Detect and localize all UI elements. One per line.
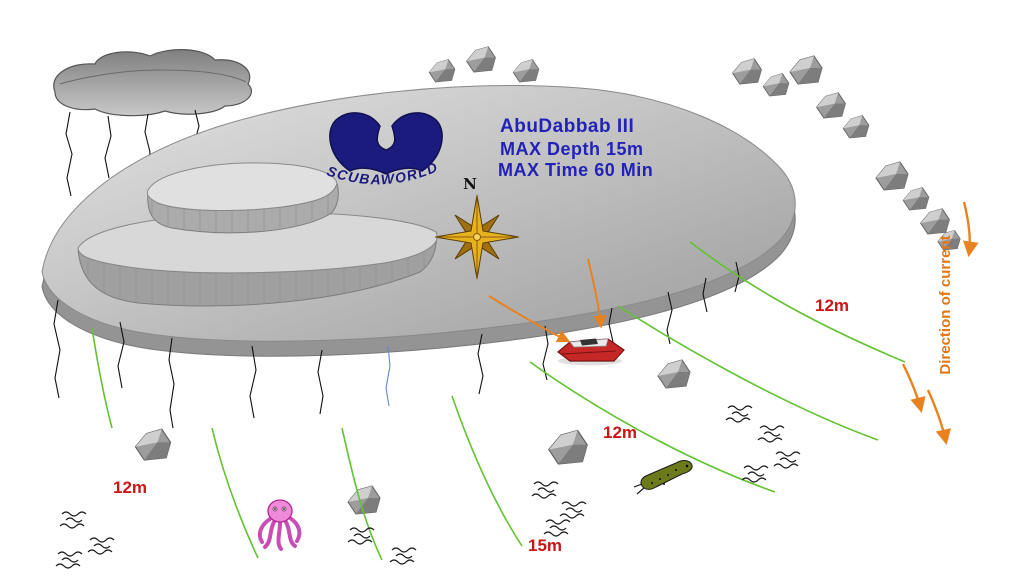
north-label: N [463,175,477,193]
current-direction: Direction of current [901,201,979,446]
compass-rose: N [434,175,520,280]
site-max-depth: MAX Depth 15m [500,139,644,159]
mooring-lines [488,258,607,343]
octopus-icon [257,499,302,551]
rock-icon [657,359,691,389]
ripple-icon [55,551,83,569]
rock-icon [842,115,870,139]
depth-label: 12m [603,423,637,442]
rock-icon [428,59,456,83]
current-arrow [901,201,979,446]
ripple-icon [531,481,559,499]
seagrass-ripples [55,405,801,569]
rock-icon [789,55,823,85]
ripple-icon [725,405,753,423]
dive-boat-icon [557,338,625,366]
rock-icon [347,485,381,515]
current-direction-label: Direction of current [937,235,954,374]
ripple-icon [773,451,801,469]
ripple-icon [741,465,769,483]
rock-icon [816,92,846,119]
depth-labels: 12m 12m 12m 15m [113,296,849,555]
overhang-rock [53,49,253,117]
site-info: AbuDabbab III MAX Depth 15m MAX Time 60 … [498,116,653,180]
reef-terraces [77,162,438,307]
crocodilefish-icon [633,460,693,495]
rock-icon [920,208,950,235]
depth-label: 15m [528,536,562,555]
ripple-icon [757,425,785,443]
rock-icon [902,187,930,211]
rock-icon [466,46,496,73]
rock-icon [875,161,909,191]
rock-icon [548,429,588,465]
site-max-time: MAX Time 60 Min [498,160,653,180]
rock-icon [732,58,762,85]
ripple-icon [559,501,587,519]
ripple-icon [87,537,115,555]
site-title: AbuDabbab III [500,116,634,137]
rock-icon [512,59,540,83]
depth-label: 12m [815,296,849,315]
whale-tail-icon [329,112,443,175]
rock-icon [134,428,172,461]
rock-icon [762,73,790,97]
depth-label: 12m [113,478,147,497]
ripple-icon [59,511,87,529]
ripple-icon [389,547,417,565]
ripple-icon [543,519,571,537]
